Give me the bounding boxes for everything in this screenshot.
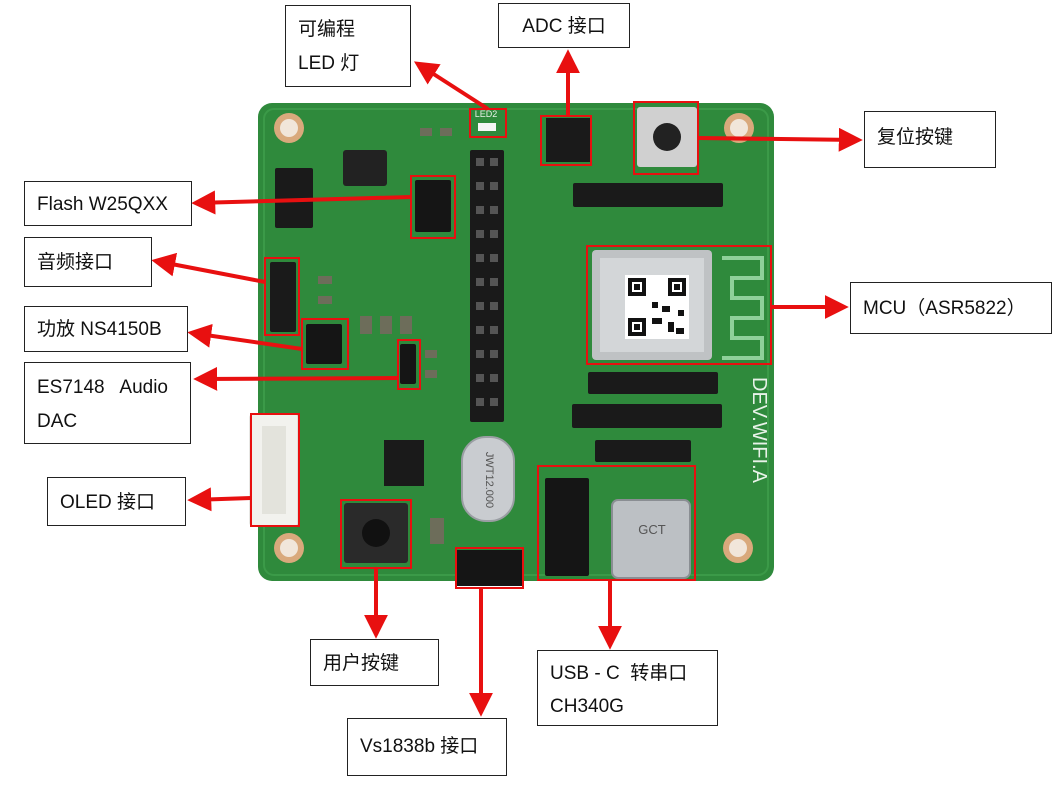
brand-silkscreen: DEV.WIFI.A (748, 377, 770, 484)
audio-connector (270, 262, 296, 332)
crystal (461, 436, 515, 522)
label-user-key: 用户按键 (310, 639, 439, 686)
label-led-line1: 可编程 (298, 19, 356, 40)
label-amp: 功放 NS4150B (24, 306, 188, 352)
arrows (151, 49, 863, 717)
box-dac (397, 339, 421, 390)
pin-header-center (470, 150, 504, 422)
label-flash: Flash W25QXX (24, 181, 192, 226)
usb-text: GCT (638, 522, 666, 537)
label-adc: ADC 接口 (498, 3, 630, 48)
label-led: 可编程 LED 灯 (285, 5, 411, 87)
arrow-reset (697, 127, 863, 152)
arrow-oled (187, 487, 252, 512)
label-led-line2: LED 灯 (298, 53, 360, 74)
label-mcu: MCU（ASR5822） (850, 282, 1052, 334)
mounting-holes (274, 113, 754, 563)
label-reset: 复位按键 (864, 111, 996, 168)
box-audio (264, 257, 300, 336)
label-dac: ES7148 Audio DAC (24, 362, 191, 444)
label-audio: 音频接口 (24, 237, 152, 287)
dac-chip (400, 344, 416, 384)
arrow-audio (151, 252, 266, 284)
box-usb (537, 465, 696, 581)
arrow-led (413, 61, 490, 111)
label-oled: OLED 接口 (47, 477, 186, 526)
qr-code (625, 275, 689, 339)
label-dac-line2: DAC (37, 411, 78, 432)
box-amp (301, 318, 349, 370)
label-vs1838: Vs1838b 接口 (347, 718, 507, 776)
crystal-text: JWT12.000 (483, 452, 495, 508)
led-silkscreen: LED2 (475, 109, 498, 119)
arrow-flash (191, 190, 412, 215)
box-flash (410, 175, 456, 239)
arrow-amp (187, 323, 303, 351)
highlight-boxes (250, 101, 772, 589)
flash-chip (415, 180, 451, 232)
arrow-dac (193, 366, 399, 391)
label-usb: USB - C 转串口 CH340G (537, 650, 718, 726)
label-usb-line1: USB - C 转串口 (550, 663, 688, 684)
label-dac-line1: ES7148 Audio (37, 377, 168, 398)
box-oled (250, 413, 300, 527)
usb-c-connector (611, 499, 691, 579)
box-vs1838 (455, 547, 524, 589)
ch340-chip (545, 478, 589, 576)
amp-chip (306, 324, 342, 364)
label-usb-line2: CH340G (550, 696, 624, 717)
adc-header (546, 118, 590, 162)
